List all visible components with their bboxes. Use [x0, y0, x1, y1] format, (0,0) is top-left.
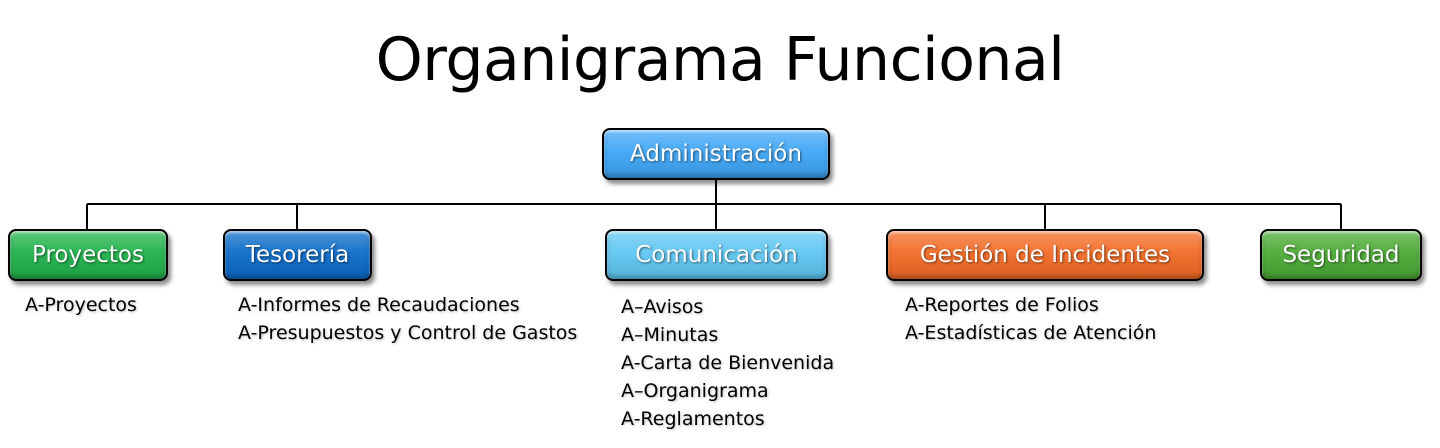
list-item: A-Carta de Bienvenida [621, 352, 835, 374]
dept-label-gestion-incidentes: Gestión de Incidentes [919, 242, 1171, 268]
dept-box-comunicacion: Comunicación [605, 229, 828, 281]
list-item: A-Reglamentos [621, 408, 765, 430]
dept-box-proyectos: Proyectos [8, 229, 168, 281]
list-item: A–Avisos [621, 296, 704, 318]
dept-label-tesoreria: Tesorería [245, 242, 350, 268]
chart-title: Organigrama Funcional [375, 25, 1065, 95]
list-item: A-Informes de Recaudaciones [238, 294, 520, 316]
list-item: A–Minutas [621, 324, 719, 346]
dept-label-proyectos: Proyectos [32, 242, 144, 268]
list-item: A-Presupuestos y Control de Gastos [238, 322, 578, 344]
items-list-comunicacion: A–Avisos A–Minutas A-Carta de Bienvenida… [621, 293, 834, 433]
root-node-label: Administración [630, 141, 802, 167]
dept-box-tesoreria: Tesorería [223, 229, 372, 281]
list-item: A-Reportes de Folios [905, 294, 1099, 316]
items-list-gestion-incidentes: A-Reportes de Folios A-Estadísticas de A… [905, 291, 1156, 347]
list-item: A-Estadísticas de Atención [905, 322, 1157, 344]
root-node-administracion: Administración [602, 128, 830, 180]
dept-label-seguridad: Seguridad [1282, 242, 1400, 268]
list-item: A-Proyectos [25, 294, 137, 316]
items-list-tesoreria: A-Informes de Recaudaciones A-Presupuest… [238, 291, 577, 347]
items-list-proyectos: A-Proyectos [25, 291, 137, 319]
dept-box-seguridad: Seguridad [1260, 229, 1422, 281]
dept-label-comunicacion: Comunicación [635, 242, 798, 268]
list-item: A–Organigrama [621, 380, 769, 402]
dept-box-gestion-incidentes: Gestión de Incidentes [886, 229, 1204, 281]
